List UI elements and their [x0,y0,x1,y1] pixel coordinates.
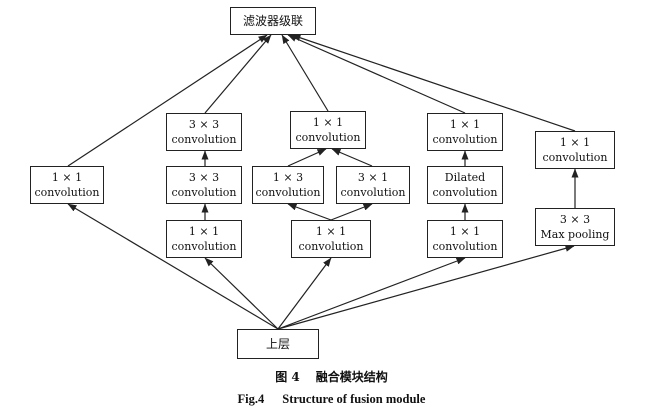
branch2-conv1x1-type: convolution [171,240,237,253]
branch4-conv1x1-top-type: convolution [432,133,498,146]
branch3-conv3x1-type: convolution [340,186,406,199]
branch3-conv3x1-box: 3 × 1 convolution [336,166,410,204]
edge-b3-1x3-to-top [287,148,327,167]
edge-input-to-b1 [67,203,279,330]
branch5-maxpool-type: Max pooling [540,228,610,241]
edge-b3-3x1-to-top [331,148,373,167]
branch3-conv1x1-type: convolution [298,240,364,253]
edge-b3-to-concat [281,34,329,112]
branch2-conv3x3-mid-kernel: 3 × 3 [188,171,220,184]
branch3-conv1x1-top-type: convolution [295,131,361,144]
branch2-conv1x1-kernel: 1 × 1 [188,225,220,238]
branch2-conv3x3-top-type: convolution [171,133,237,146]
branch5-conv1x1-box: 1 × 1 convolution [535,131,615,169]
branch5-conv1x1-kernel: 1 × 1 [559,136,591,149]
edge-input-to-b2 [204,257,279,330]
branch4-conv1x1-top-box: 1 × 1 convolution [427,113,503,151]
branch2-conv3x3-top-kernel: 3 × 3 [188,118,220,131]
branch3-conv1x3-type: convolution [255,186,321,199]
caption-cn-title: 融合模块结构 [315,370,388,384]
filter-concat-box: 滤波器级联 [230,7,316,35]
input-layer-box: 上层 [237,329,319,359]
branch4-conv1x1-box: 1 × 1 convolution [427,220,503,258]
edge-b2-to-concat [204,34,272,114]
caption-en-title: Structure of fusion module [282,392,426,406]
branch2-conv3x3-top-box: 3 × 3 convolution [166,113,242,151]
caption-en-label: Fig.4 [237,392,265,406]
branch4-dilated-conv-box: Dilated convolution [427,166,503,204]
branch1-conv1x1-type: convolution [34,186,100,199]
edge-input-to-b4 [277,257,466,330]
branch3-conv1x1-box: 1 × 1 convolution [291,220,371,258]
branch3-conv1x3-kernel: 1 × 3 [272,171,304,184]
branch2-conv3x3-mid-box: 3 × 3 convolution [166,166,242,204]
branch5-conv1x1-type: convolution [542,151,608,164]
edge-b3-1x1-to-1x3 [287,203,332,221]
branch4-conv1x1-type: convolution [432,240,498,253]
caption-cn-label: 图 4 [275,370,300,384]
figure-caption-cn: 图 4 融合模块结构 [0,368,663,385]
branch1-conv1x1-kernel: 1 × 1 [51,171,83,184]
branch4-dilated-type: convolution [432,186,498,199]
filter-concat-label: 滤波器级联 [242,13,303,28]
edge-b4-to-concat [287,34,466,114]
branch1-conv1x1-box: 1 × 1 convolution [30,166,104,204]
branch5-maxpool-box: 3 × 3 Max pooling [535,208,615,246]
branch3-conv3x1-kernel: 3 × 1 [357,171,389,184]
branch3-conv1x3-box: 1 × 3 convolution [252,166,324,204]
branch3-conv1x1-top-kernel: 1 × 1 [312,116,344,129]
figure-caption-en: Fig.4 Structure of fusion module [0,392,663,407]
edge-b3-1x1-to-3x1 [330,203,373,221]
branch3-conv1x1-top-box: 1 × 1 convolution [290,111,366,149]
edge-b5-to-concat [291,34,576,132]
edge-input-to-b5 [277,244,575,330]
branch2-conv3x3-mid-type: convolution [171,186,237,199]
branch5-maxpool-kernel: 3 × 3 [559,213,591,226]
branch4-dilated-label: Dilated [444,171,486,184]
branch3-conv1x1-kernel: 1 × 1 [315,225,347,238]
branch4-conv1x1-top-kernel: 1 × 1 [449,118,481,131]
edge-input-to-b3 [277,257,332,330]
branch4-conv1x1-kernel: 1 × 1 [449,225,481,238]
edge-b1-to-concat [67,34,268,167]
branch2-conv1x1-box: 1 × 1 convolution [166,220,242,258]
input-layer-label: 上层 [265,336,290,351]
